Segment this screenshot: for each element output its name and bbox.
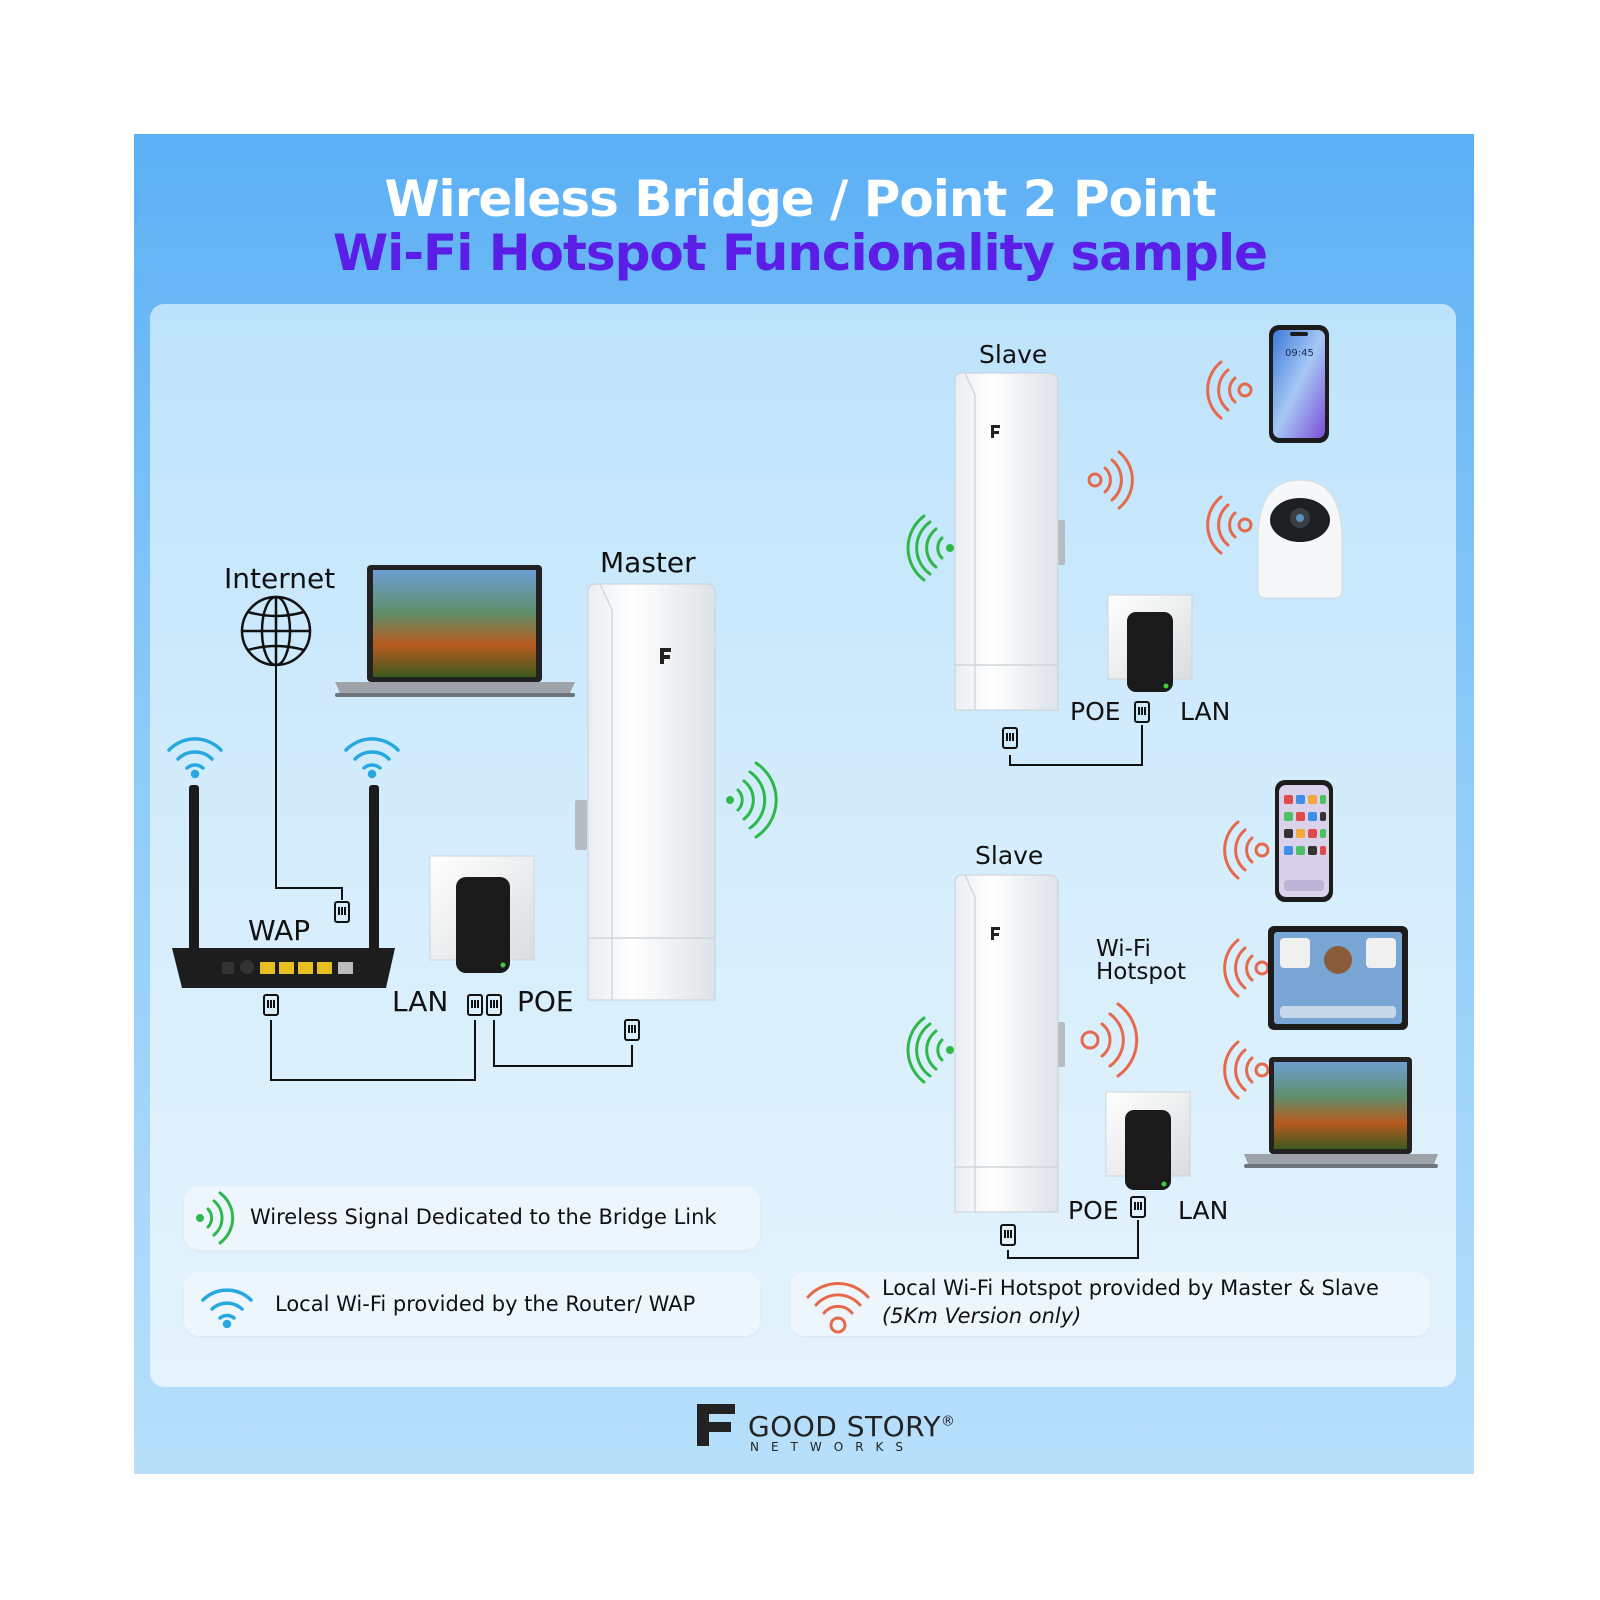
legend-router-text: Local Wi-Fi provided by the Router/ WAP [275, 1292, 696, 1316]
lan-label-left: LAN [392, 985, 449, 1018]
brand-registered-mark: ® [940, 1413, 956, 1430]
poe-injector-top [1107, 594, 1193, 692]
lan-label-bottom: LAN [1178, 1196, 1229, 1225]
tablet [1268, 926, 1408, 1030]
master-device [575, 583, 716, 1001]
smartphone-top [1269, 325, 1329, 443]
legend-router-box [184, 1272, 760, 1336]
laptop-left [335, 565, 575, 697]
poe-label-bottom: POE [1068, 1196, 1119, 1225]
ethernet-plug-icon [263, 701, 1150, 1246]
poe-label-top: POE [1070, 697, 1121, 726]
slave-top-label: Slave [979, 340, 1048, 369]
legend-hotspot-text-2: (5Km Version only) [882, 1304, 1081, 1328]
wap-label: WAP [248, 914, 311, 947]
legend-wifi-icon [201, 1288, 253, 1329]
poe-injector-bottom [1105, 1091, 1191, 1190]
slave-top-device [954, 372, 1065, 711]
hotspot-wave-icon [1080, 360, 1270, 1100]
legend-hotspot-text-1: Local Wi-Fi Hotspot provided by Master &… [882, 1276, 1379, 1300]
wifi-hotspot-label-1: Wi-Fi [1096, 936, 1151, 962]
wifi-icon [167, 737, 400, 779]
lan-label-top: LAN [1180, 697, 1231, 726]
router-icon [172, 785, 395, 988]
legend-hotspot-note: (5Km Version only) [882, 1304, 1082, 1328]
laptop-right [1244, 1057, 1438, 1168]
legend-bridge-icon [196, 1191, 235, 1245]
wifi-hotspot-label-2: Hotspot [1096, 959, 1187, 985]
security-camera [1257, 479, 1343, 599]
slave-bottom-device [954, 874, 1065, 1213]
brand-logo-icon [697, 1404, 735, 1446]
title-line-2: Wi-Fi Hotspot Funcionality sample [333, 224, 1268, 282]
master-label: Master [600, 546, 696, 579]
legend-hotspot-icon [806, 1282, 870, 1334]
radio-wave-icon [726, 514, 954, 1084]
globe-icon [240, 595, 312, 667]
brand-name-text: GOOD STORY [748, 1410, 941, 1443]
poe-injector-left [429, 855, 535, 973]
brand-sub: NETWORKS [750, 1440, 916, 1454]
legend-bridge-box [184, 1186, 760, 1250]
slave-bottom-label: Slave [975, 841, 1044, 870]
legend-hotspot-box [790, 1272, 1430, 1336]
legend-bridge-text: Wireless Signal Dedicated to the Bridge … [250, 1205, 717, 1229]
phone-clock: 09:45 [1285, 348, 1314, 359]
smartphone-bottom [1275, 780, 1333, 902]
poe-label-left: POE [517, 985, 574, 1018]
cables [270, 655, 1143, 1259]
internet-label: Internet [224, 562, 336, 595]
brand-name: GOOD STORY® [748, 1410, 955, 1443]
title-line-1: Wireless Bridge / Point 2 Point [384, 170, 1216, 228]
